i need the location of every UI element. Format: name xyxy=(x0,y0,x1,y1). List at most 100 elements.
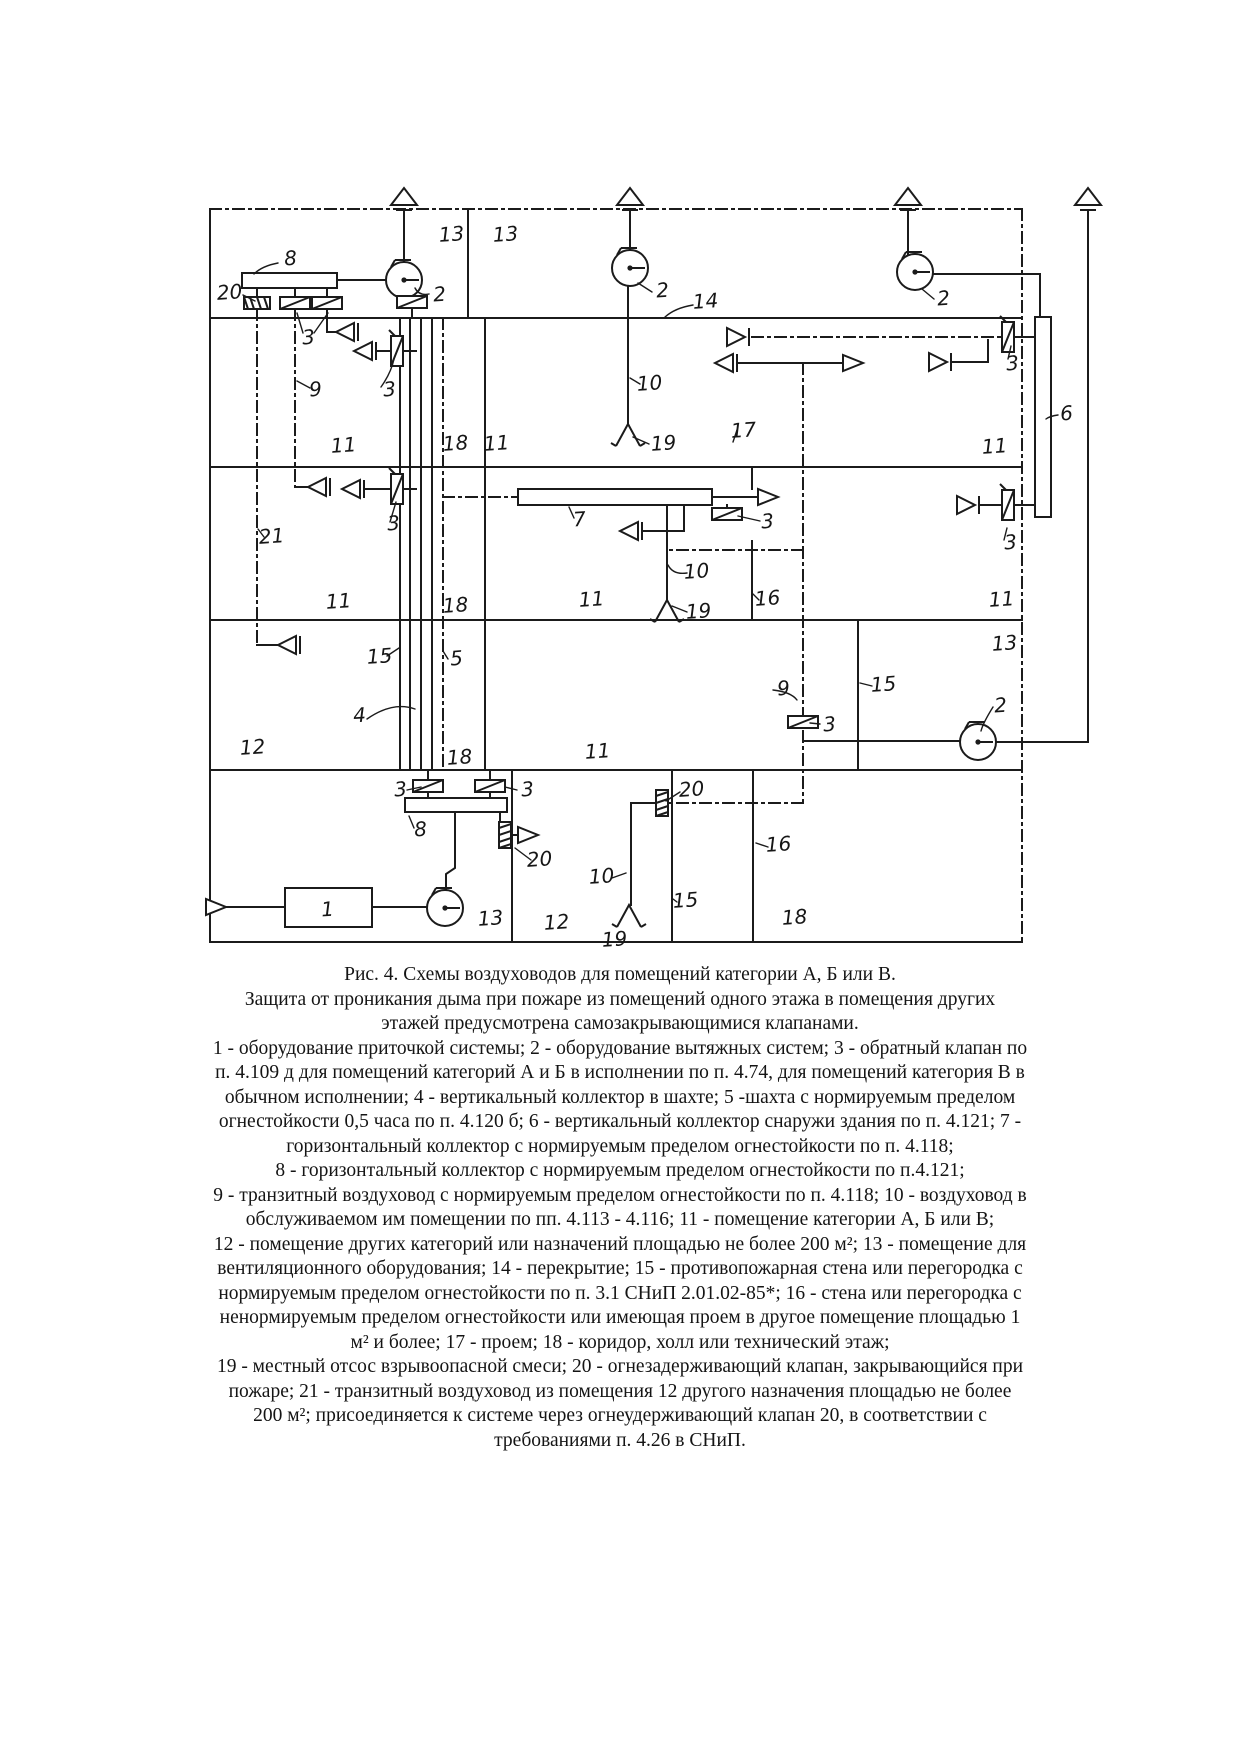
diagram-label-11-30: 11 xyxy=(988,586,1015,612)
check-valve-3-icon xyxy=(388,467,404,505)
outdoor-intake-icon xyxy=(205,898,227,916)
diagram-label-3-44: 3 xyxy=(520,777,534,802)
local-suction-19-icon xyxy=(611,904,647,928)
caption-line-13: вентиляционного оборудования; 14 - перек… xyxy=(217,1258,1023,1279)
caption-line-18: пожаре; 21 - транзитный воздуховод из по… xyxy=(228,1380,1012,1402)
shaft-and-collector xyxy=(399,317,433,771)
grille-left-icon xyxy=(341,479,365,499)
diagram-label-18-42: 18 xyxy=(446,744,473,770)
check-valve-3-icon xyxy=(412,779,444,793)
diagram-label-17-18: 17 xyxy=(730,417,757,443)
check-valve-3-icon xyxy=(474,779,506,793)
diagram-label-21-20: 21 xyxy=(258,523,285,549)
diagram-label-3-13: 3 xyxy=(1005,351,1019,376)
diagram-label-4-35: 4 xyxy=(352,703,366,728)
diagram-label-11-41: 11 xyxy=(584,738,611,764)
diagram-label-2-8: 2 xyxy=(655,278,669,303)
check-valve-3-icon xyxy=(279,296,311,310)
caption-line-2: Защита от проникания дыма при пожаре из … xyxy=(244,988,996,1010)
diagram-label-7-21: 7 xyxy=(572,507,587,532)
diagram-label-19-25: 19 xyxy=(685,598,712,624)
diagram-label-11-16: 11 xyxy=(483,430,510,456)
diagram-label-6-19: 6 xyxy=(1059,401,1073,426)
diagram-label-16-50: 16 xyxy=(765,831,792,857)
ducts-transit-dashed xyxy=(256,308,1003,804)
diagram-label-12-53: 12 xyxy=(543,909,570,935)
diagram-label-20-4: 20 xyxy=(216,279,243,305)
label-leaders xyxy=(242,262,1059,903)
shaft-lines xyxy=(399,317,433,771)
roof-vent-icon xyxy=(390,187,418,211)
check-valve-3-icon xyxy=(396,295,428,309)
check-valve-3-icon xyxy=(388,329,404,367)
building-walls xyxy=(209,208,1023,943)
diagram-label-19-54: 19 xyxy=(601,926,628,952)
diagram-label-14-11: 14 xyxy=(692,288,719,314)
check-valve-3-icon xyxy=(999,483,1015,521)
exhaust-fan-icon xyxy=(385,259,423,299)
diagram-label-13-52: 13 xyxy=(477,905,504,931)
horizontal-collector-7 xyxy=(517,488,713,506)
diagram-label-8-45: 8 xyxy=(413,817,427,842)
diagram-label-13-1: 13 xyxy=(492,221,519,247)
roof-vent-icon xyxy=(616,187,644,211)
grille-left-icon xyxy=(277,635,301,655)
diagram-label-3-5: 3 xyxy=(301,325,315,350)
caption-line-9: 8 - горизонтальный коллектор с нормируем… xyxy=(275,1160,965,1181)
ducts-solid xyxy=(225,209,1089,908)
diagram-label-3-43: 3 xyxy=(393,777,407,802)
walls-solid xyxy=(209,208,1023,943)
diagram-label-5-34: 5 xyxy=(449,646,463,671)
caption-line-6: обычном исполнении; 4 - вертикальный кол… xyxy=(224,1086,1016,1108)
roof-vent-icon xyxy=(1074,187,1102,211)
diagram-label-18-15: 18 xyxy=(442,430,469,456)
caption-line-4: 1 - оборудование приточкой системы; 2 - … xyxy=(212,1037,1028,1059)
figure-caption: Рис. 4. Схемы воздуховодов для помещений… xyxy=(140,963,1100,1453)
diagram-label-3-7: 3 xyxy=(382,377,396,402)
diagram-label-9-36: 9 xyxy=(776,676,790,701)
flow-arrow-icon xyxy=(757,488,779,506)
diagram-label-9-6: 9 xyxy=(308,377,322,402)
caption-line-1: Рис. 4. Схемы воздуховодов для помещений… xyxy=(344,964,896,985)
supply-fan-icon xyxy=(426,887,464,927)
grille-right-icon xyxy=(956,495,980,515)
horizontal-collector-8-top xyxy=(241,272,338,289)
caption-line-3: этажей предусмотрена самозакрывающимися … xyxy=(381,1013,859,1034)
caption-line-11: обслуживаемом им помещении по пп. 4.113 … xyxy=(245,1209,995,1230)
caption-line-10: 9 - транзитный воздуховод с нормируемым … xyxy=(213,1184,1027,1206)
diagram-label-11-29: 11 xyxy=(578,586,605,612)
diagram-label-19-10: 19 xyxy=(650,430,677,456)
caption-line-19: 200 м²; присоединяется к системе через о… xyxy=(253,1405,987,1426)
walls-dashdot xyxy=(209,208,1023,943)
diagram-label-13-32: 13 xyxy=(991,630,1018,656)
diagram-label-15-38: 15 xyxy=(870,671,897,697)
diagram-label-1-51: 1 xyxy=(320,897,334,922)
caption-line-14: нормируемым пределом огнестойкости по п.… xyxy=(218,1282,1022,1304)
fire-damper-20-icon xyxy=(243,296,271,310)
diagram-label-10-24: 10 xyxy=(683,558,710,584)
caption-line-5: п. 4.109 д для помещений категорий А и Б… xyxy=(215,1062,1025,1083)
caption-line-17: 19 - местный отсос взрывоопасной смеси; … xyxy=(216,1356,1024,1377)
diagram-label-3-23: 3 xyxy=(386,511,400,536)
diagram-label-2-3: 2 xyxy=(432,282,446,307)
exhaust-fan-icon xyxy=(896,251,934,291)
diagram-label-13-0: 13 xyxy=(438,221,465,247)
diagram-label-3-37: 3 xyxy=(822,712,836,737)
diagram-label-2-12: 2 xyxy=(936,286,950,311)
grille-left-icon xyxy=(307,477,331,497)
local-suction-19-icon xyxy=(649,599,685,623)
grille-left-icon xyxy=(353,341,377,361)
diagram-label-20-46: 20 xyxy=(678,776,705,802)
grille-left-icon xyxy=(335,322,359,342)
exhaust-fan-icon xyxy=(611,247,649,287)
diagram-label-2-39: 2 xyxy=(993,693,1007,718)
diagram-label-15-33: 15 xyxy=(366,643,393,669)
caption-line-12: 12 - помещение других категорий или назн… xyxy=(213,1233,1027,1255)
check-valve-3-icon xyxy=(311,296,343,310)
diagram-label-20-47: 20 xyxy=(526,846,553,872)
diagram-label-15-49: 15 xyxy=(672,887,699,913)
diagram-label-12-40: 12 xyxy=(239,734,266,760)
caption-line-16: м² и более; 17 - проем; 18 - коридор, хо… xyxy=(350,1331,890,1353)
